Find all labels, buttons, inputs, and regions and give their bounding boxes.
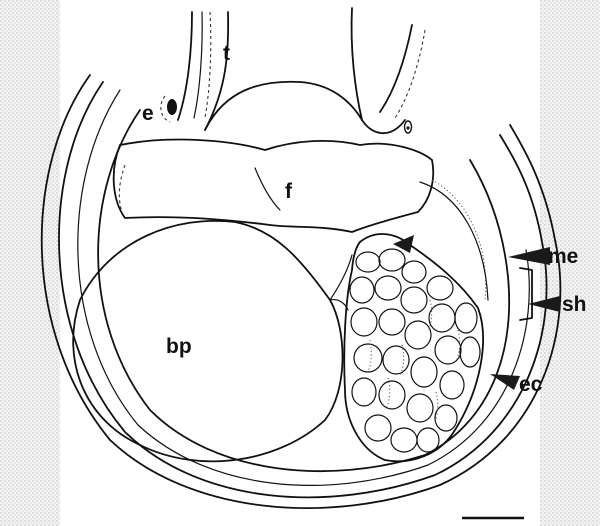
label-bp: bp bbox=[166, 335, 192, 358]
label-sh: sh bbox=[562, 293, 587, 316]
background-stipple-left bbox=[0, 0, 60, 526]
eye-left bbox=[161, 96, 177, 122]
label-f: f bbox=[285, 180, 293, 203]
membrane-line bbox=[420, 182, 488, 300]
label-e: e bbox=[142, 102, 154, 125]
tentacles bbox=[178, 8, 425, 130]
eye-right bbox=[405, 121, 412, 133]
body-top bbox=[205, 82, 405, 133]
label-ec: ec bbox=[519, 373, 543, 396]
foot bbox=[114, 140, 434, 232]
mantle-epithelium bbox=[98, 110, 509, 471]
shell-outline bbox=[42, 75, 561, 508]
foot-dash bbox=[119, 165, 125, 212]
egg-capsule-cluster bbox=[344, 234, 483, 461]
label-me: me bbox=[548, 245, 578, 268]
foot-crease bbox=[255, 168, 280, 210]
arrowhead-icon bbox=[508, 247, 550, 265]
membrane-dotted bbox=[432, 180, 486, 300]
arrowhead-icon bbox=[393, 235, 414, 253]
bracket bbox=[520, 268, 532, 320]
label-t: t bbox=[223, 42, 230, 65]
